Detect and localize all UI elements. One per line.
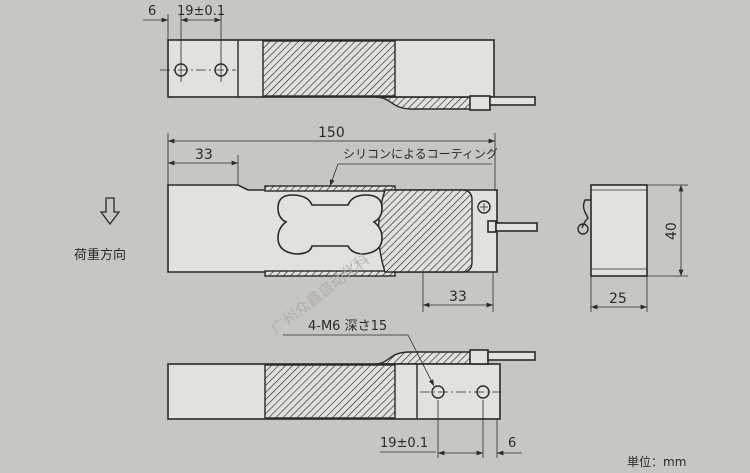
cable xyxy=(487,351,536,361)
screw-icon xyxy=(477,200,491,214)
down-arrow-icon xyxy=(99,197,121,226)
top-view: 6 19±0.1 xyxy=(143,4,536,111)
cable-gland xyxy=(487,220,497,233)
dim-width: 25 xyxy=(609,291,627,307)
cable-gland xyxy=(469,95,491,111)
dim-left: 33 xyxy=(195,147,213,163)
coating-strip-top xyxy=(264,185,396,192)
cable xyxy=(495,222,538,232)
cable-cover-hatched xyxy=(374,96,473,110)
gauge-area-hatched xyxy=(377,189,473,273)
front-view: 150 33 シリコンによるコーティング 33 xyxy=(167,125,538,312)
dim-length: 150 xyxy=(318,125,345,141)
cable xyxy=(489,96,536,106)
side-view: 40 25 xyxy=(577,184,688,312)
coating-strip-bottom xyxy=(264,270,396,277)
load-direction: 荷重方向 xyxy=(74,197,126,263)
load-direction-label: 荷重方向 xyxy=(74,247,126,263)
bone-cutout xyxy=(277,194,383,255)
dim-edge: 6 xyxy=(148,4,156,19)
thread-label: 4-M6 深さ15 xyxy=(308,319,387,334)
unit-label: 単位：mm xyxy=(627,454,686,469)
coating-label: シリコンによるコーティング xyxy=(343,147,498,161)
strain-area-hatched xyxy=(262,40,396,97)
dim-hole-spacing: 19±0.1 xyxy=(380,436,428,451)
bottom-view: 4-M6 深さ15 19±0.1 6 xyxy=(167,319,536,458)
strain-area-hatched xyxy=(264,364,396,419)
dim-height: 40 xyxy=(664,222,680,240)
cable-cover-hatched xyxy=(374,351,473,365)
cable-gland xyxy=(469,349,489,365)
dim-right: 33 xyxy=(449,289,467,305)
dim-edge: 6 xyxy=(508,436,516,451)
dim-hole-spacing: 19±0.1 xyxy=(177,4,225,19)
side-view-body xyxy=(590,184,648,277)
